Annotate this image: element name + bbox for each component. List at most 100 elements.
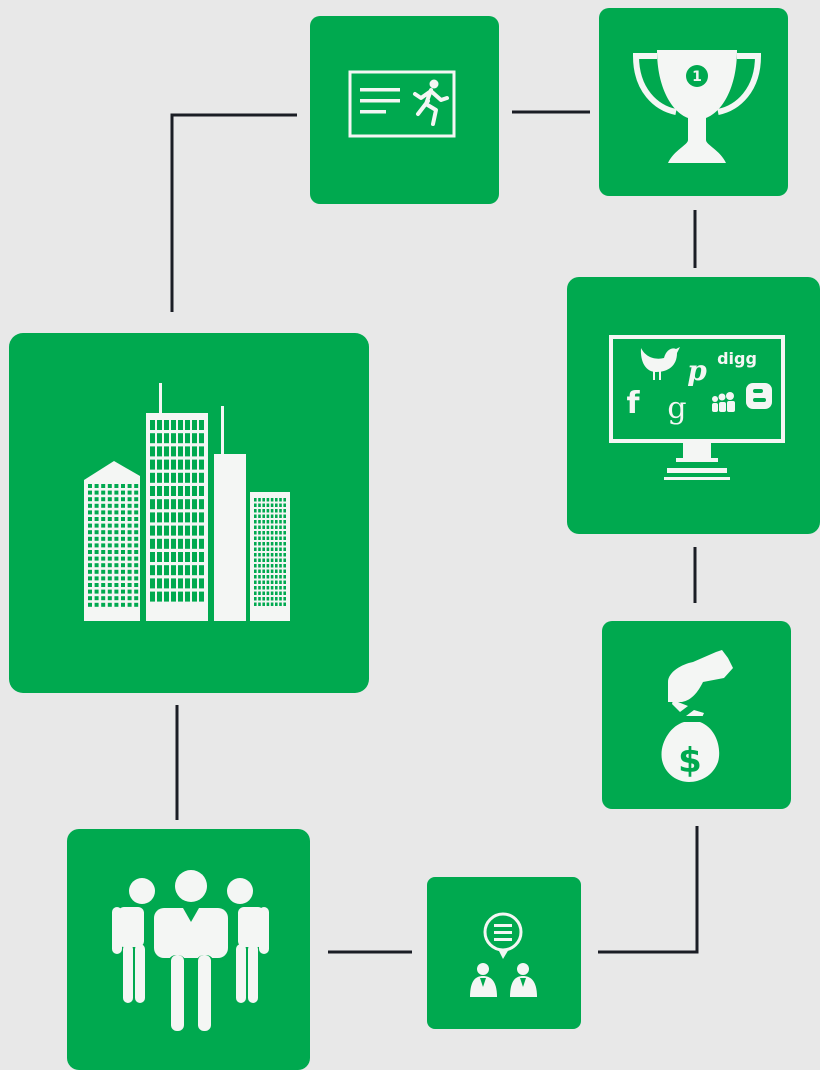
building-window: [185, 472, 190, 483]
building-window: [192, 591, 197, 602]
building-window: [134, 503, 139, 508]
building-window: [107, 583, 112, 587]
building-window: [192, 446, 197, 457]
connector-company-to-job: [170, 113, 297, 312]
building-window: [134, 576, 139, 581]
building-window: [171, 433, 176, 444]
building-window: [164, 578, 169, 589]
building-window: [270, 558, 274, 562]
building-window: [164, 499, 169, 510]
building-window: [279, 547, 282, 551]
building-window: [254, 575, 257, 579]
myspace-icon: [712, 392, 735, 412]
building-window: [94, 490, 99, 495]
building-window: [254, 569, 257, 573]
building-window: [279, 586, 282, 590]
building-window: [192, 512, 197, 523]
building-window: [178, 499, 183, 510]
building-window: [254, 531, 257, 535]
building-window: [94, 484, 99, 488]
building-window: [254, 564, 257, 568]
building-window: [157, 578, 162, 589]
building-window: [171, 565, 176, 576]
building-window: [266, 564, 270, 568]
building-window: [258, 542, 261, 546]
building-window: [275, 520, 278, 524]
building-window: [254, 558, 257, 562]
building-window: [185, 591, 190, 602]
building-window: [107, 536, 112, 541]
building-window: [178, 433, 183, 444]
building-window: [192, 472, 197, 483]
building-window: [121, 569, 125, 574]
building-window: [171, 552, 176, 562]
building-window: [107, 550, 112, 554]
building-window: [199, 459, 204, 470]
building-window: [258, 597, 261, 601]
office-buildings-icon: [84, 383, 290, 621]
building-window: [185, 499, 190, 510]
building-window: [164, 538, 169, 549]
building-window: [192, 486, 197, 496]
building-window: [283, 575, 286, 579]
building-window: [107, 589, 112, 594]
building-window: [266, 498, 270, 502]
building-window: [283, 514, 286, 518]
building-window: [270, 509, 274, 513]
building-window: [88, 596, 92, 601]
building-window: [275, 597, 278, 601]
building-window: [134, 583, 139, 587]
building-window: [127, 596, 132, 601]
building-window: [266, 586, 270, 590]
building-window: [254, 503, 257, 507]
building-window: [254, 591, 257, 595]
building-window: [279, 591, 282, 595]
building-window: [171, 472, 176, 483]
building-window: [258, 580, 261, 584]
building-window: [275, 591, 278, 595]
building-window: [114, 543, 119, 548]
building-window: [150, 525, 155, 536]
building-window: [127, 556, 132, 561]
building-window: [262, 575, 265, 579]
building-window: [101, 530, 106, 535]
building-window: [88, 563, 92, 568]
building-window: [192, 525, 197, 536]
building-window: [114, 484, 119, 488]
building-window: [171, 499, 176, 510]
building-window: [107, 517, 112, 521]
building-window: [185, 565, 190, 576]
building-window: [164, 472, 169, 483]
building-window: [283, 597, 286, 601]
building-window: [258, 586, 261, 590]
building-window: [199, 433, 204, 444]
building-window: [199, 538, 204, 549]
building-window: [88, 543, 92, 548]
building-window: [134, 530, 139, 535]
building-window: [171, 525, 176, 536]
building-window: [150, 538, 155, 549]
building-window: [94, 543, 99, 548]
building-window: [270, 514, 274, 518]
building-window: [279, 575, 282, 579]
building-window: [150, 591, 155, 602]
building-window: [283, 536, 286, 540]
building-window: [101, 497, 106, 502]
building-window: [262, 547, 265, 551]
node-discussion: [427, 877, 581, 1029]
building-window: [279, 580, 282, 584]
building-window: [283, 591, 286, 595]
building-window: [101, 536, 106, 541]
google-icon: g: [667, 391, 686, 426]
trophy-number-one-icon: 1: [632, 50, 762, 163]
building-window: [157, 565, 162, 576]
building-window: [266, 547, 270, 551]
building-window: [254, 602, 257, 606]
building-window: [258, 591, 261, 595]
building-window: [101, 583, 106, 587]
building-window: [88, 517, 92, 521]
building-window: [150, 552, 155, 562]
building-window: [127, 497, 132, 502]
building-window: [164, 420, 169, 430]
building-window: [101, 490, 106, 495]
